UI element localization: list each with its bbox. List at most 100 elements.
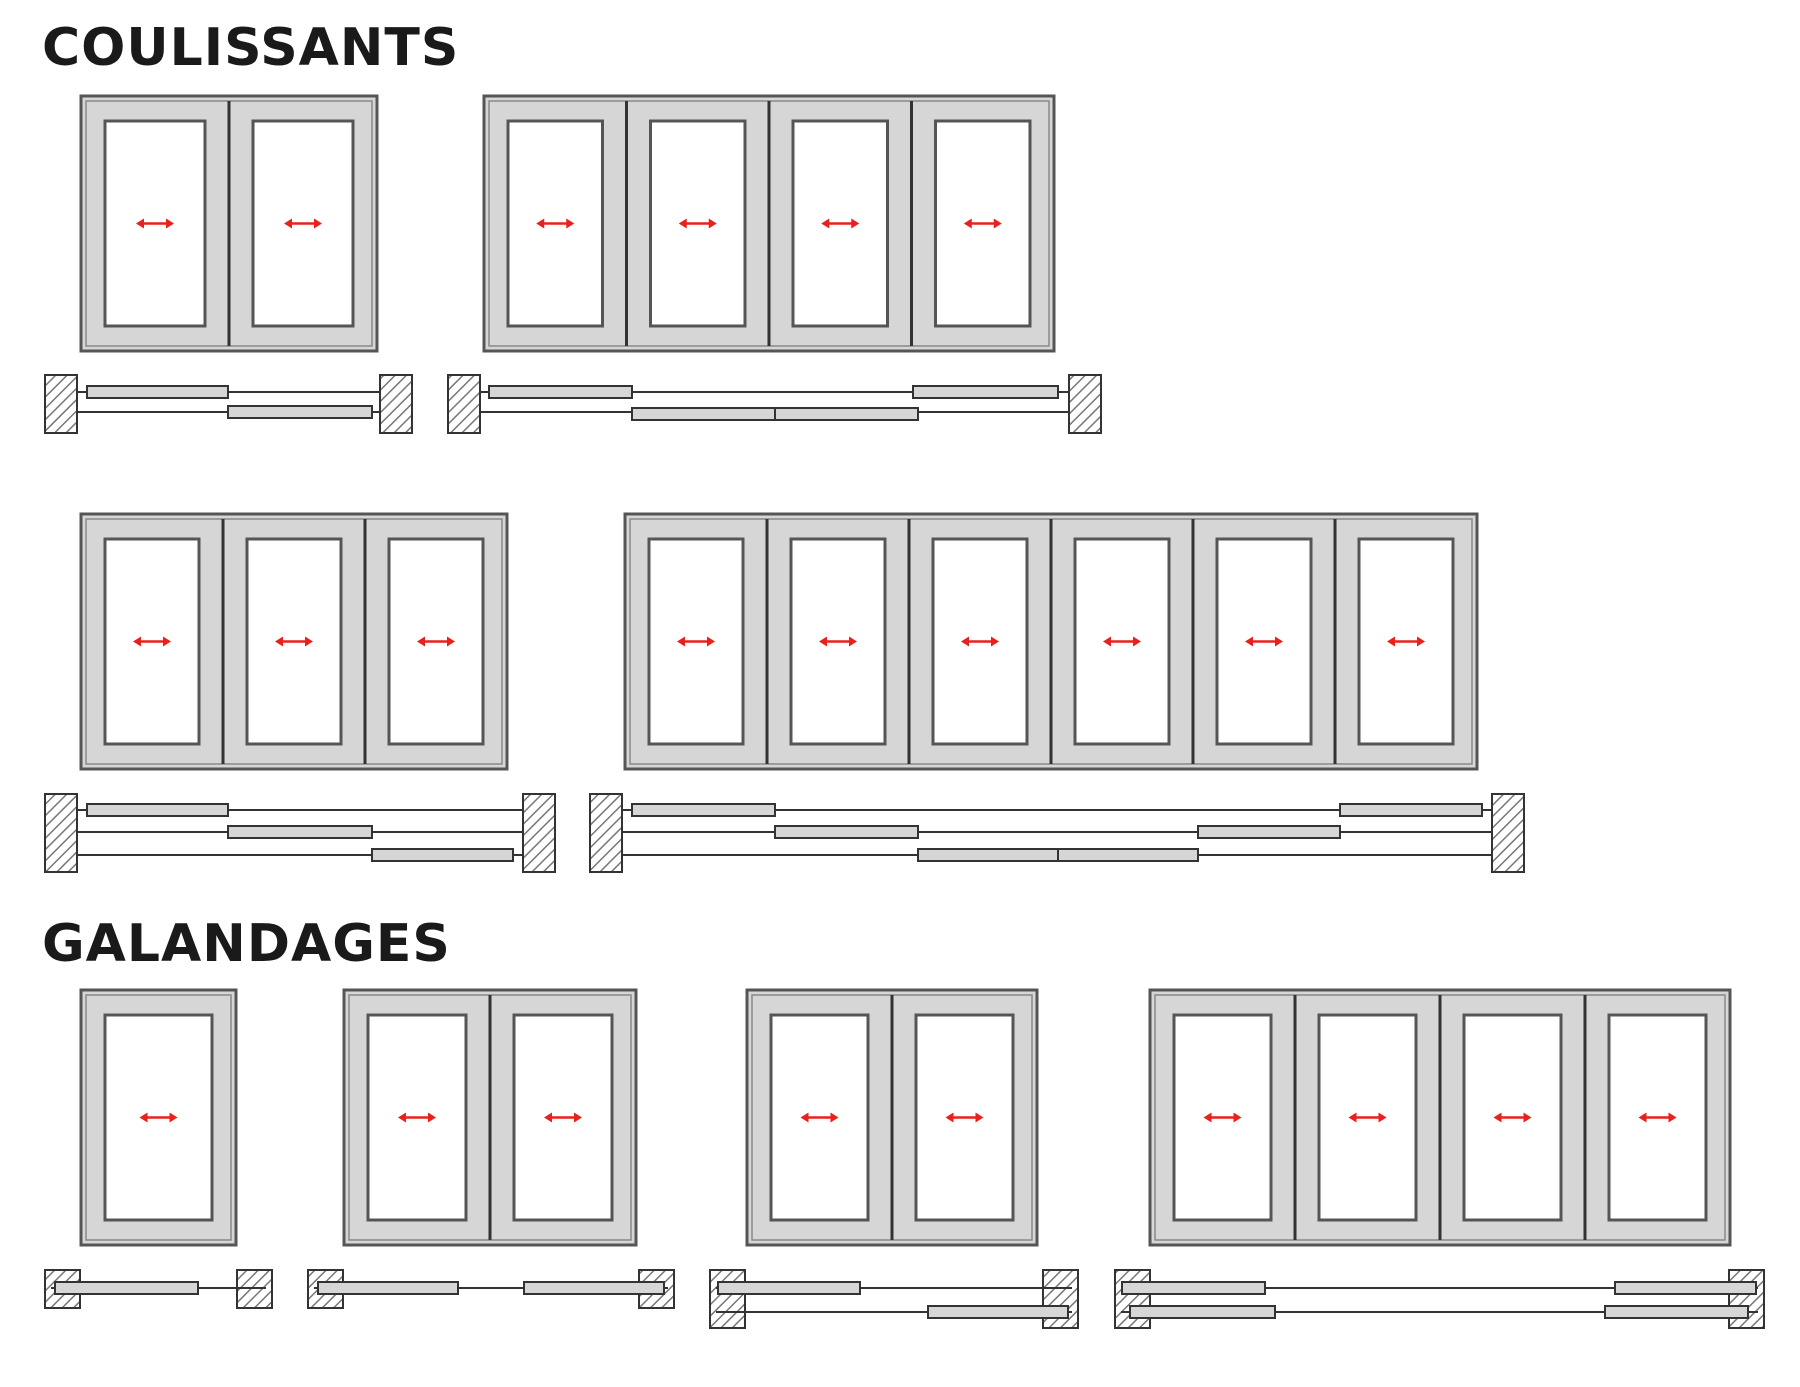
arrow-head-right: [1275, 636, 1283, 647]
hatched-wall-icon: [1728, 1269, 1765, 1329]
arrow-head-left: [544, 1112, 552, 1123]
section-title-coulissants: COULISSANTS: [42, 18, 460, 78]
double-headed-arrow-icon: [398, 1112, 436, 1123]
double-headed-arrow-icon: [136, 218, 174, 229]
coulissant-6-vantaux: [589, 512, 1525, 873]
double-headed-arrow-icon: [544, 1112, 582, 1123]
arrow-head-right: [975, 1112, 984, 1123]
arrow-head-left: [417, 636, 425, 647]
leaf-section: [86, 803, 229, 817]
leaf-section: [317, 1281, 459, 1295]
leaf-section: [631, 407, 776, 421]
leaf-section: [488, 385, 633, 399]
arrow-head-right: [314, 218, 322, 229]
arrow-head-left: [1348, 1112, 1357, 1123]
arrow-head-left: [275, 636, 283, 647]
arrow-head-left: [1245, 636, 1253, 647]
leaf-section: [1604, 1305, 1749, 1319]
inner-frame-line: [85, 994, 232, 1241]
glass-pane: [512, 1013, 614, 1222]
leaf-section: [227, 825, 373, 839]
hatched-wall-icon: [44, 374, 78, 434]
leaf-section: [1614, 1281, 1757, 1295]
leaf-section: [1197, 825, 1341, 839]
arrow-head-left: [821, 218, 830, 229]
double-headed-arrow-icon: [1103, 636, 1141, 647]
coulissant-3-vantaux: [44, 512, 556, 873]
double-headed-arrow-icon: [139, 1112, 178, 1123]
arrow-head-right: [707, 636, 715, 647]
coulissant-2-vantaux: [44, 94, 413, 434]
arrow-head-right: [1133, 636, 1141, 647]
hatched-wall-icon: [1042, 1269, 1079, 1329]
double-headed-arrow-icon: [536, 218, 575, 229]
arrow-head-right: [163, 636, 171, 647]
double-headed-arrow-icon: [819, 636, 857, 647]
arrow-head-right: [428, 1112, 436, 1123]
arrow-head-left: [945, 1112, 954, 1123]
double-headed-arrow-icon: [961, 636, 999, 647]
double-headed-arrow-icon: [800, 1112, 839, 1123]
double-headed-arrow-icon: [417, 636, 455, 647]
arrow-head-right: [991, 636, 999, 647]
leaf-section: [774, 825, 919, 839]
hatched-wall-icon: [1114, 1269, 1151, 1329]
arrow-head-right: [993, 218, 1002, 229]
arrow-head-left: [133, 636, 141, 647]
double-headed-arrow-icon: [963, 218, 1002, 229]
leaf-section: [227, 405, 373, 419]
hatched-wall-icon: [522, 793, 556, 873]
arrow-head-right: [1523, 1112, 1532, 1123]
arrow-head-left: [139, 1112, 148, 1123]
arrow-head-left: [800, 1112, 809, 1123]
arrow-head-right: [169, 1112, 178, 1123]
leaf-section: [717, 1281, 861, 1295]
leaf-section: [371, 848, 514, 862]
arrow-head-left: [819, 636, 827, 647]
double-headed-arrow-icon: [1203, 1112, 1242, 1123]
arrow-head-left: [1387, 636, 1395, 647]
arrow-head-left: [536, 218, 545, 229]
hatched-wall-icon: [447, 374, 481, 434]
arrow-head-left: [1493, 1112, 1502, 1123]
leaf-section: [927, 1305, 1069, 1319]
double-headed-arrow-icon: [677, 636, 715, 647]
double-headed-arrow-icon: [284, 218, 322, 229]
arrow-head-left: [1638, 1112, 1647, 1123]
leaf-section: [631, 803, 776, 817]
galandage-2-vantaux-2-rails: [709, 988, 1079, 1329]
arrow-head-right: [1378, 1112, 1387, 1123]
double-headed-arrow-icon: [1387, 636, 1425, 647]
arrow-head-right: [1668, 1112, 1677, 1123]
galandage-1-vantail: [44, 988, 273, 1309]
arrow-head-right: [166, 218, 174, 229]
arrow-head-left: [677, 636, 685, 647]
arrow-head-left: [963, 218, 972, 229]
hatched-wall-icon: [1068, 374, 1102, 434]
arrow-head-left: [1103, 636, 1111, 647]
double-headed-arrow-icon: [1348, 1112, 1387, 1123]
leaf-section: [774, 407, 919, 421]
double-headed-arrow-icon: [275, 636, 313, 647]
arrow-head-right: [305, 636, 313, 647]
double-headed-arrow-icon: [678, 218, 717, 229]
leaf-section: [54, 1281, 199, 1295]
leaf-section: [1129, 1305, 1276, 1319]
arrow-head-right: [708, 218, 717, 229]
arrow-head-right: [851, 218, 860, 229]
arrow-head-right: [849, 636, 857, 647]
hatched-wall-icon: [379, 374, 413, 434]
hatched-wall-icon: [44, 793, 78, 873]
arrow-head-left: [1203, 1112, 1212, 1123]
arrow-head-right: [830, 1112, 839, 1123]
leaf-section: [917, 848, 1059, 862]
coulissant-4-vantaux: [447, 94, 1102, 434]
double-headed-arrow-icon: [1638, 1112, 1677, 1123]
arrow-head-left: [136, 218, 144, 229]
leaf-section: [1339, 803, 1483, 817]
arrow-head-right: [1233, 1112, 1242, 1123]
hatched-wall-icon: [1491, 793, 1525, 873]
arrow-head-right: [574, 1112, 582, 1123]
leaf-section: [1057, 848, 1199, 862]
